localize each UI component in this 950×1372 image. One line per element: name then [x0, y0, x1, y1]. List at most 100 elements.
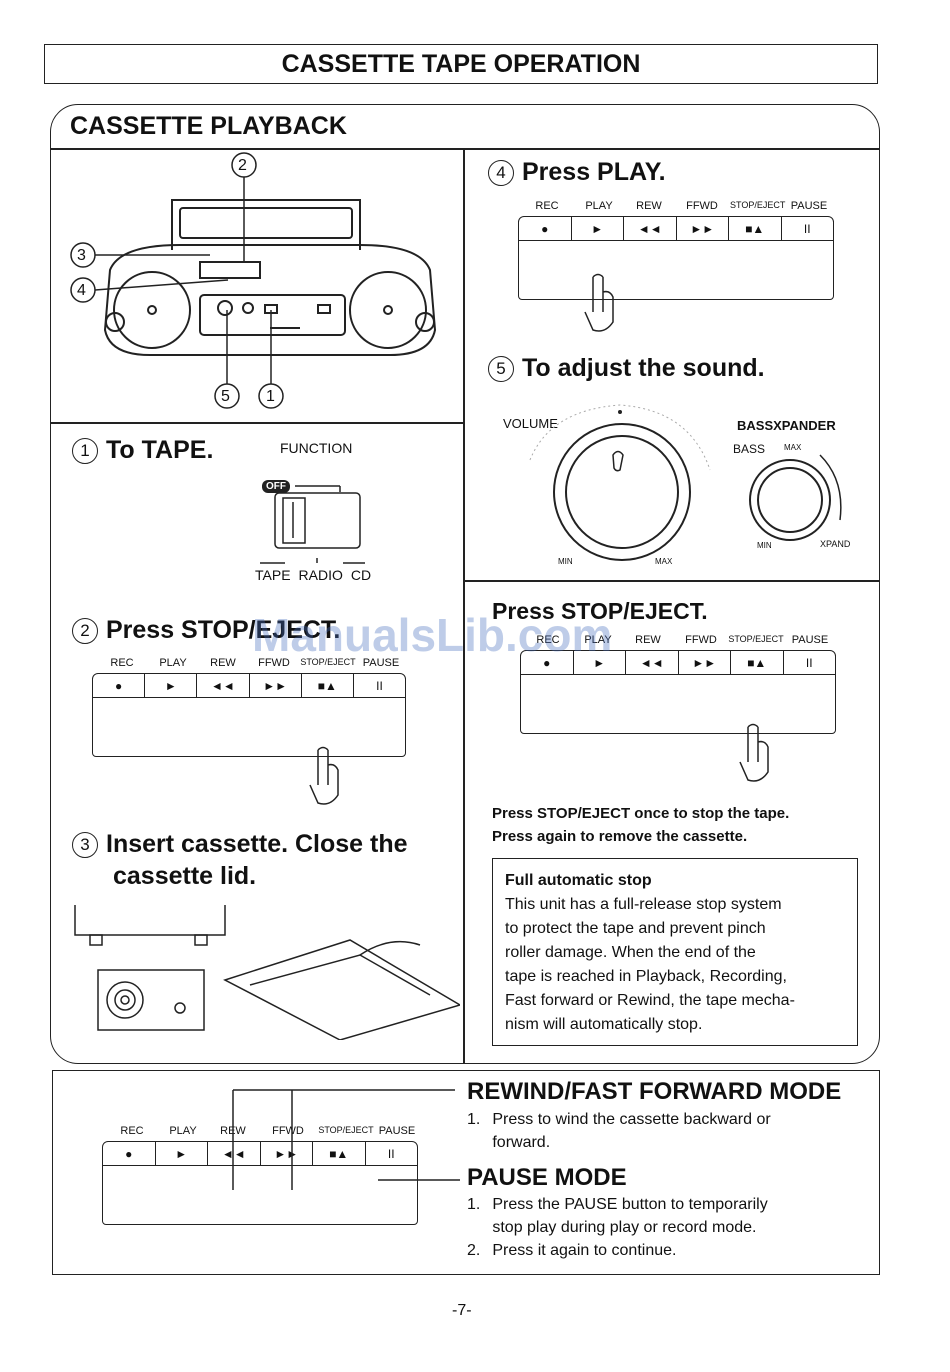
pause-line-3: Press it again to continue. — [492, 1242, 677, 1259]
position-cd: CD — [350, 567, 372, 583]
label-rec: REC — [535, 200, 559, 212]
step-1-heading: 1 To TAPE. — [72, 436, 213, 465]
pause-button[interactable]: II — [387, 1146, 395, 1161]
step-title-line1: Insert cassette. Close the — [106, 830, 408, 858]
label-stop: STOP/EJECT — [730, 200, 786, 210]
rew-button[interactable]: ◄◄ — [624, 217, 677, 240]
rec-button[interactable]: ● — [103, 1142, 156, 1165]
label-rew: REW — [635, 634, 661, 646]
stop-instructions: Press STOP/EJECT once to stop the tape. … — [492, 802, 789, 848]
ffwd-button[interactable]: ►► — [677, 217, 729, 240]
step-3-heading: 3 Insert cassette. Close the — [72, 830, 408, 859]
function-switch-illustration — [260, 485, 365, 564]
position-tape: TAPE — [255, 567, 291, 583]
note-line: Fast forward or Rewind, the tape mecha- — [505, 992, 795, 1009]
rewind-line-1: Press to wind the cassette backward or — [492, 1111, 771, 1128]
stop-eject-button[interactable]: ■▲ — [302, 674, 354, 697]
volume-min-label: MIN — [558, 557, 573, 566]
pause-line-2: stop play during play or record mode. — [492, 1219, 757, 1236]
auto-stop-note: Full automatic stop This unit has a full… — [492, 858, 858, 1046]
step-title: Press STOP/EJECT. — [106, 616, 341, 644]
stop-eject-button[interactable]: ■▲ — [729, 217, 782, 240]
control-panel: ● ► ◄◄ ►► ■▲ II — [520, 650, 836, 734]
rec-button[interactable]: ● — [519, 217, 572, 240]
pause-button[interactable]: II — [805, 655, 813, 670]
item-number: 2. — [467, 1242, 481, 1259]
label-stop: STOP/EJECT — [300, 657, 356, 667]
step-number: 2 — [72, 617, 98, 644]
note-line: to protect the tape and prevent pinch — [505, 920, 766, 937]
note-title: Full automatic stop — [505, 872, 652, 889]
stop-instruction-2: Press again to remove the cassette. — [492, 828, 748, 845]
callout-3: 3 — [77, 247, 86, 264]
control-panel: ● ► ◄◄ ►► ■▲ II — [92, 673, 406, 757]
pause-item-1: 1. Press the PAUSE button to temporarily… — [467, 1193, 768, 1239]
label-pause: PAUSE — [362, 657, 400, 669]
label-ffwd: FFWD — [686, 200, 718, 212]
off-indicator: OFF — [262, 480, 290, 493]
label-stop: STOP/EJECT — [728, 634, 784, 644]
volume-label: VOLUME — [503, 416, 558, 431]
bass-label: BASS — [733, 442, 766, 456]
label-rew: REW — [636, 200, 662, 212]
button-labels: REC PLAY REW FFWD STOP/EJECT PAUSE — [522, 634, 836, 646]
label-rec: REC — [120, 1125, 144, 1137]
position-radio: RADIO — [298, 567, 343, 583]
watermark: ManualsLib.com — [252, 609, 613, 661]
label-ffwd: FFWD — [272, 1125, 304, 1137]
pause-button[interactable]: II — [376, 678, 383, 693]
note-line: tape is reached in Playback, Recording, — [505, 968, 787, 985]
label-rec: REC — [110, 657, 134, 669]
note-line: roller damage. When the end of the — [505, 944, 756, 961]
stop-instruction-1: Press STOP/EJECT once to stop the tape. — [492, 805, 790, 822]
step-number: 5 — [488, 355, 514, 382]
rewind-item: 1. Press to wind the cassette backward o… — [467, 1108, 771, 1154]
page-title: CASSETTE TAPE OPERATION — [44, 44, 878, 84]
pointer-lines — [232, 1089, 460, 1190]
label-play: PLAY — [159, 657, 187, 669]
rewind-mode-title: REWIND/FAST FORWARD MODE — [467, 1078, 842, 1105]
play-button[interactable]: ► — [574, 651, 626, 674]
rew-button[interactable]: ◄◄ — [626, 651, 679, 674]
rec-button[interactable]: ● — [93, 674, 146, 697]
step-title: Press PLAY. — [522, 158, 666, 186]
bass-max-label: MAX — [784, 443, 802, 452]
label-ffwd: FFWD — [258, 657, 290, 669]
bassxpander-label: BASSXPANDER — [737, 418, 836, 433]
divider — [463, 580, 880, 582]
volume-knob[interactable] — [553, 423, 691, 561]
rew-button[interactable]: ◄◄ — [197, 674, 250, 697]
step-5-heading: 5 To adjust the sound. — [488, 354, 765, 383]
step-title-line2: cassette lid. — [113, 862, 257, 890]
play-button[interactable]: ► — [145, 674, 198, 697]
pause-mode-title: PAUSE MODE — [467, 1164, 627, 1191]
label-rew: REW — [210, 657, 236, 669]
play-button[interactable]: ► — [156, 1142, 208, 1165]
pause-button[interactable]: II — [803, 221, 811, 236]
volume-max-label: MAX — [655, 557, 673, 566]
finger-icon — [309, 746, 339, 805]
bass-knob[interactable] — [749, 459, 831, 541]
label-play: PLAY — [584, 634, 612, 646]
pause-item-2: 2. Press it again to continue. — [467, 1239, 676, 1262]
button-labels: REC PLAY REW FFWD STOP/EJECT PAUSE — [520, 200, 834, 212]
label-ffwd: FFWD — [685, 634, 717, 646]
stop-eject-button[interactable]: ■▲ — [731, 651, 784, 674]
label-play: PLAY — [585, 200, 613, 212]
item-number: 1. — [467, 1196, 481, 1213]
page-number: -7- — [452, 1302, 472, 1319]
step-title: To adjust the sound. — [522, 354, 765, 382]
divider — [463, 148, 465, 1064]
step-4-heading: 4 Press PLAY. — [488, 158, 666, 187]
label-rec: REC — [536, 634, 560, 646]
pause-line-1: Press the PAUSE button to temporarily — [492, 1196, 768, 1213]
step-3-heading-cont: cassette lid. — [113, 862, 256, 891]
boombox-illustration — [70, 152, 437, 409]
play-button[interactable]: ► — [572, 217, 624, 240]
rec-button[interactable]: ● — [521, 651, 574, 674]
stop-eject-button[interactable]: ■▲ — [313, 1142, 366, 1165]
step-2-heading: 2 Press STOP/EJECT. — [72, 616, 340, 645]
ffwd-button[interactable]: ►► — [679, 651, 731, 674]
callout-4: 4 — [77, 282, 86, 299]
ffwd-button[interactable]: ►► — [250, 674, 302, 697]
